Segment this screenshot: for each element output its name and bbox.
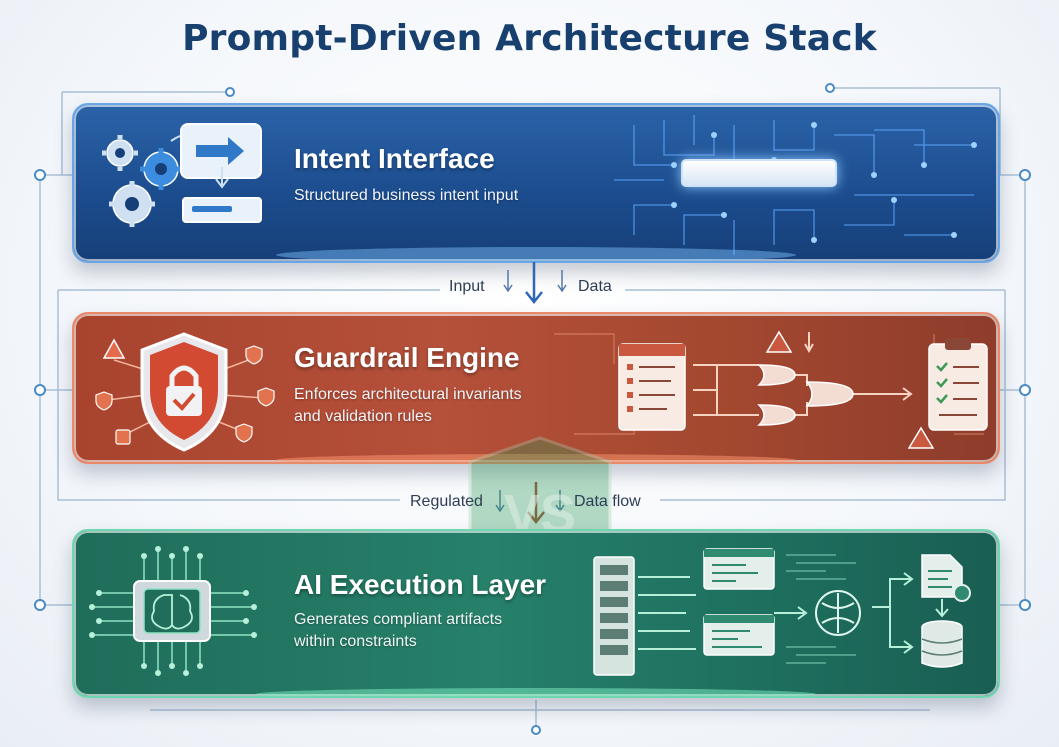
layer-title: Guardrail Engine (294, 342, 520, 373)
code-window-icon (703, 548, 775, 656)
circuit-icon (276, 115, 977, 261)
flow-label-regulated: Regulated (410, 493, 483, 510)
document-gear-icon (921, 554, 971, 602)
layer-guardrail-engine: Guardrail Engine Enforces architectural … (72, 312, 1000, 464)
server-rack-icon (593, 556, 635, 676)
shield-lock-icon (95, 332, 275, 452)
layer-title: AI Execution Layer (294, 569, 547, 600)
clipboard-check-icon (928, 338, 988, 431)
flow-label-input: Input (449, 278, 485, 295)
checklist-icon (618, 343, 686, 431)
connector-node (531, 725, 541, 735)
connector-node (1019, 169, 1031, 181)
ai-chip-icon (89, 546, 816, 696)
connector-node (1019, 599, 1031, 611)
gears-icon (102, 132, 203, 227)
execution-pipeline (593, 548, 971, 676)
input-bar-icon (681, 159, 837, 187)
connector-node (34, 599, 46, 611)
page-title: Prompt-Driven Architecture Stack (182, 18, 877, 59)
connector-node (225, 87, 235, 97)
layer-description: Structured business intent input (294, 187, 519, 204)
connector-node (1019, 384, 1031, 396)
layer-intent-interface: Intent Interface Structured business int… (72, 103, 1000, 263)
flow-label-data-flow: Data flow (574, 493, 641, 510)
brain-network-icon (815, 590, 861, 636)
flow-label-data: Data (578, 278, 612, 295)
input-field-icon (182, 197, 262, 223)
warning-icon (102, 338, 126, 359)
connector-node (34, 384, 46, 396)
layer-ai-execution: AI Execution Layer Generates compliant a… (72, 529, 1000, 698)
layer-description: Generates compliant artifacts within con… (294, 611, 503, 650)
database-icon (921, 620, 963, 668)
layer-title: Intent Interface (294, 143, 495, 174)
logic-gates-icon (618, 330, 988, 449)
connector-node (825, 83, 835, 93)
arrow-down-icon (215, 167, 229, 189)
connector-node (34, 169, 46, 181)
layer-description: Enforces architectural invariants and va… (294, 386, 522, 425)
